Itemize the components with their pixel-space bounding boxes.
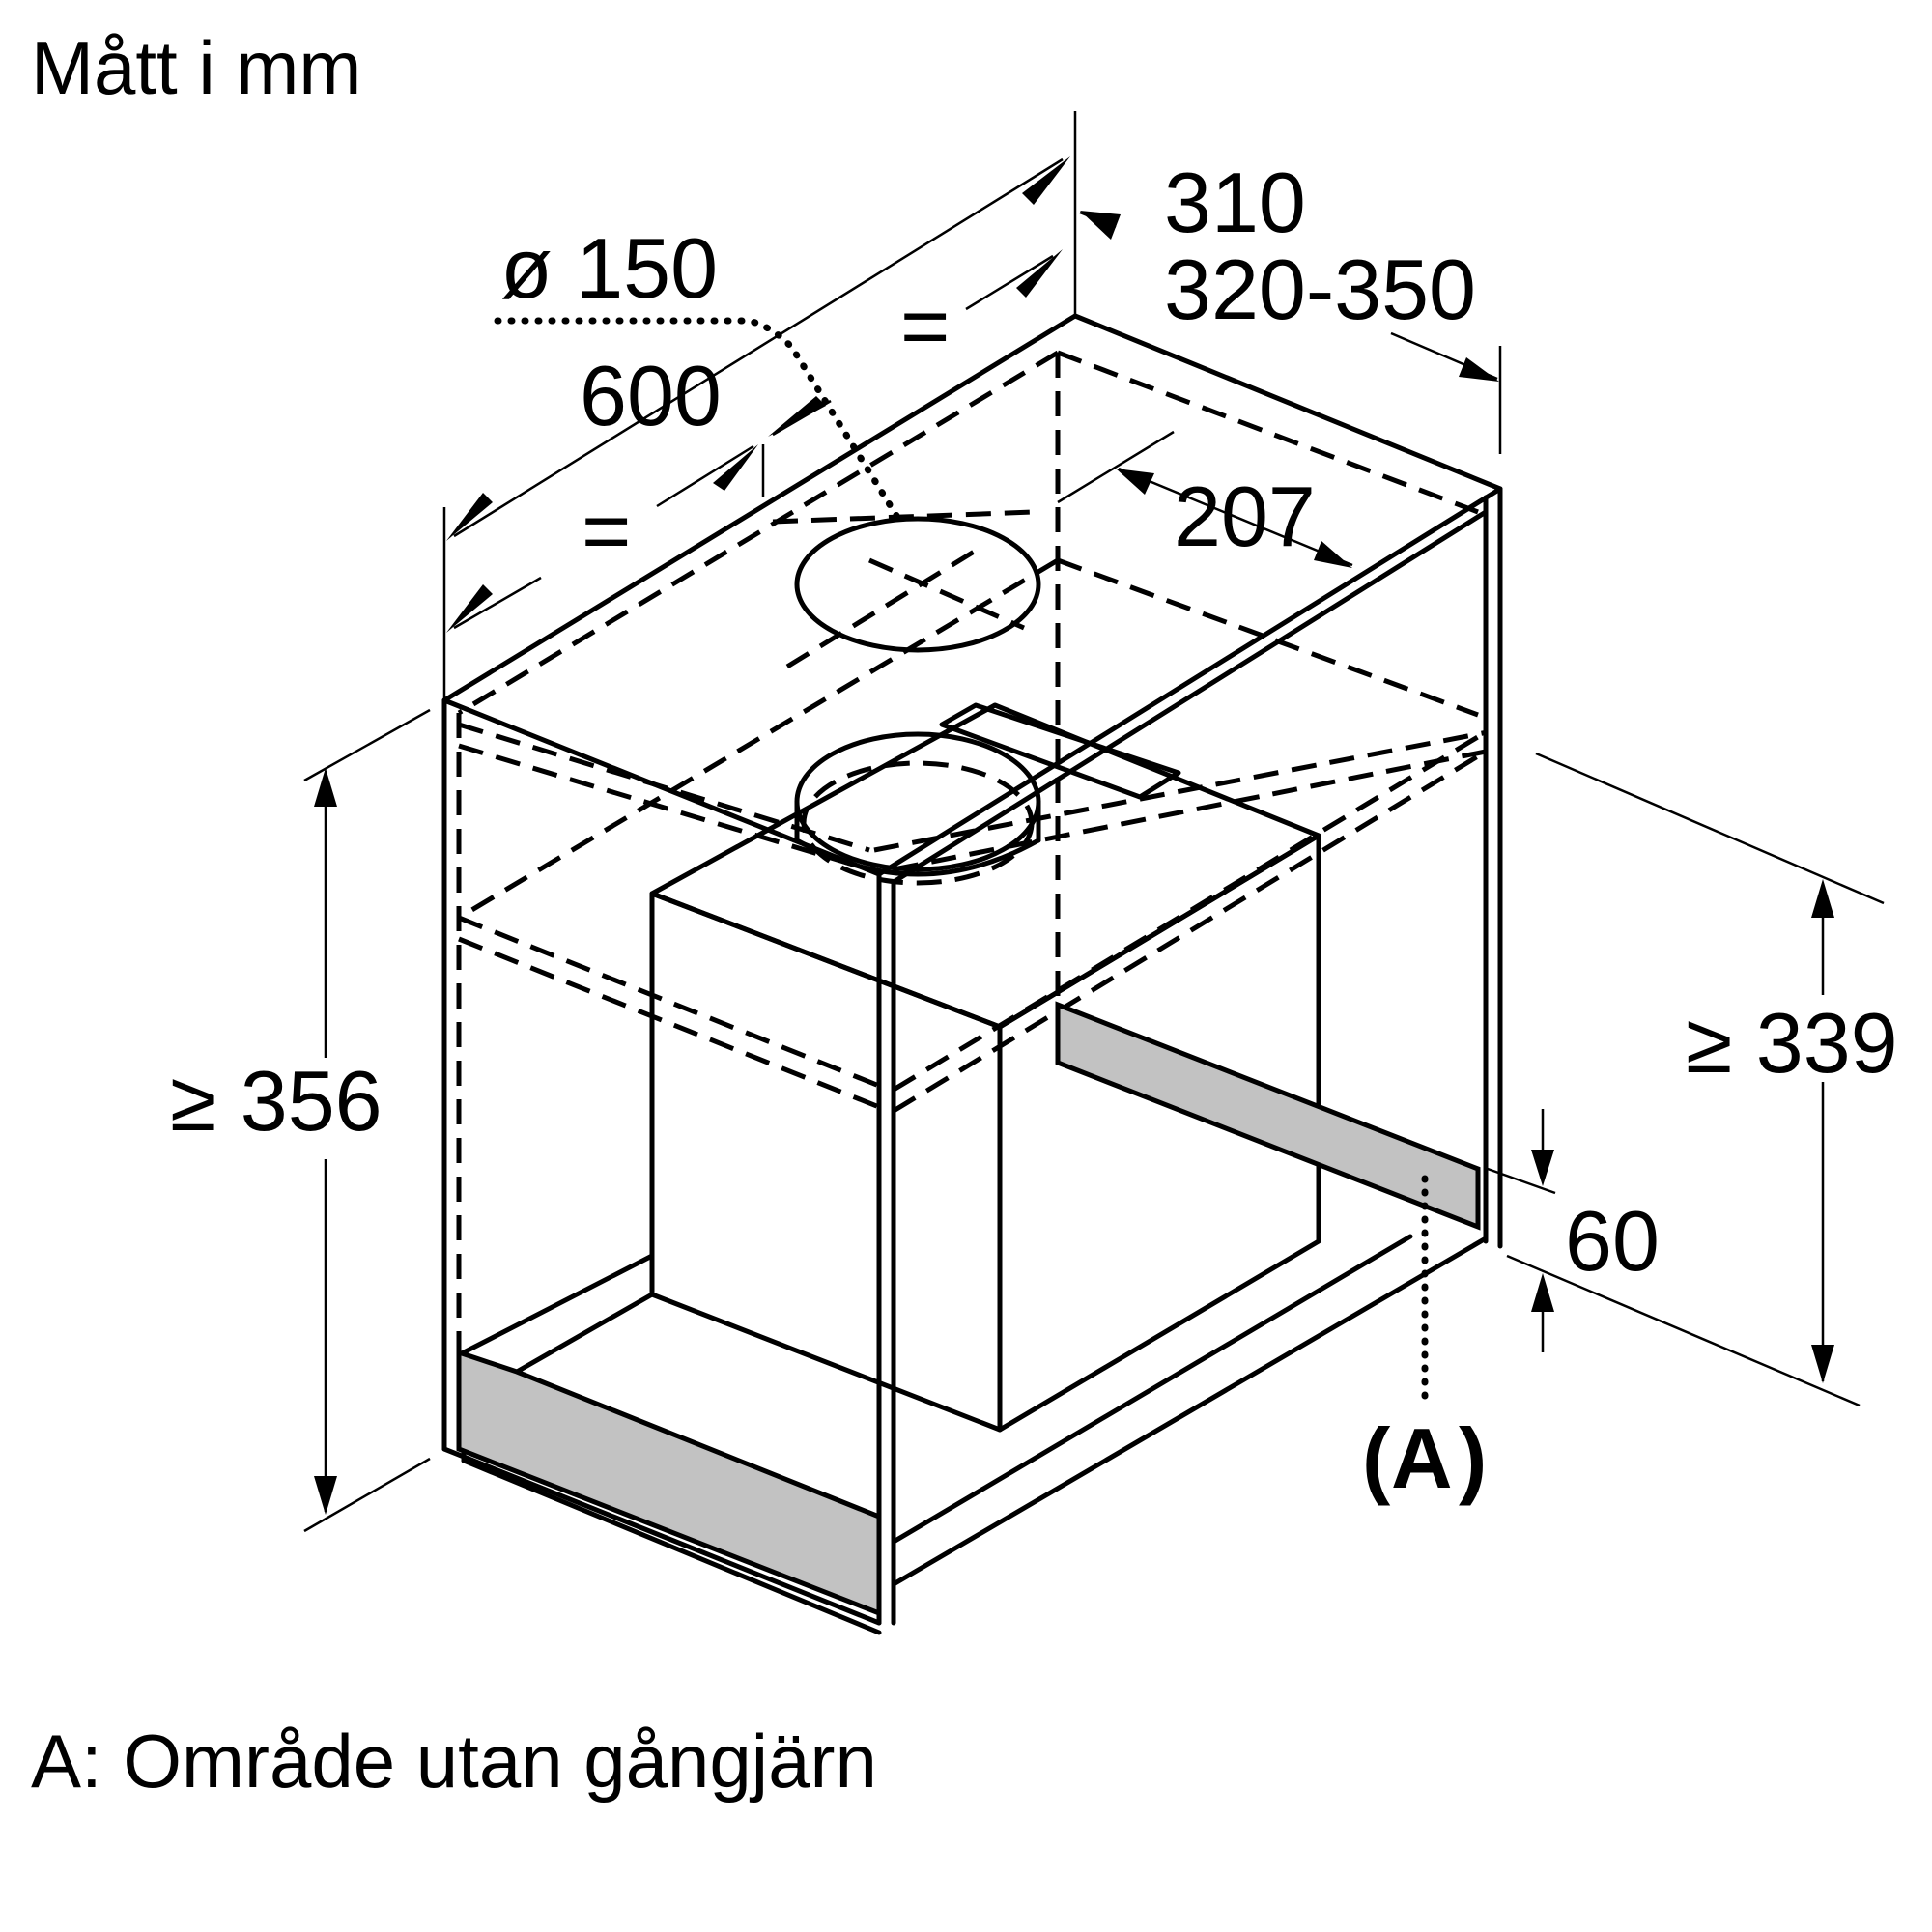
- footnote: A: Område utan gångjärn: [31, 1719, 877, 1804]
- strip-height-label: 60: [1565, 1193, 1660, 1289]
- page-title: Mått i mm: [31, 25, 361, 110]
- duct-offset-label: 207: [1174, 469, 1316, 564]
- dimension-lines: [303, 111, 1885, 1533]
- equal-top-label: =: [900, 278, 950, 374]
- area-label: A: [1391, 1410, 1453, 1506]
- hood-body: [649, 702, 1321, 1433]
- diameter-label: ø 150: [500, 220, 718, 316]
- area-label-open-paren: (: [1362, 1410, 1391, 1506]
- equal-left-label: =: [582, 483, 631, 579]
- height-right-label: ≥ 339: [1686, 995, 1898, 1091]
- duct-opening-top: [772, 509, 1041, 669]
- width-label: 600: [580, 348, 722, 443]
- depth-range-label: 320-350: [1164, 242, 1476, 337]
- leader-lines: [494, 317, 1429, 1409]
- hidden-lines: [456, 350, 1489, 1449]
- area-without-hinges: [456, 1001, 1481, 1617]
- depth-min-label: 310: [1164, 155, 1306, 250]
- height-left-label: ≥ 356: [170, 1053, 383, 1149]
- area-label-close-paren: ): [1459, 1410, 1487, 1506]
